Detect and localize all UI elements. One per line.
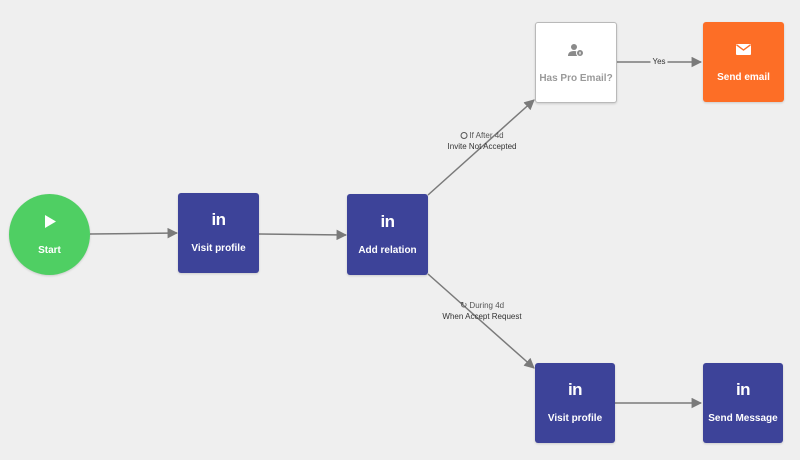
- visit-profile-2-node[interactable]: in Visit profile: [535, 363, 615, 443]
- send-message-node[interactable]: in Send Message: [703, 363, 783, 443]
- edge-label-yes: Yes: [650, 56, 668, 67]
- edge-label-accepted[interactable]: ↻During 4d When Accept Request: [442, 300, 521, 322]
- edges: [89, 56, 703, 409]
- edge-add-relation-to-visit-profile-2: [427, 273, 535, 369]
- play-icon: [44, 213, 56, 231]
- send-email-label: Send email: [717, 72, 770, 83]
- visit-profile-2-label: Visit profile: [547, 413, 603, 424]
- edge-condition: Invite Not Accepted: [447, 142, 517, 151]
- edge-start-to-visit-profile: [89, 227, 179, 239]
- send-email-node[interactable]: Send email: [703, 22, 784, 102]
- start-label: Start: [38, 244, 61, 256]
- refresh-icon: ↻: [459, 300, 468, 310]
- send-message-label: Send Message: [708, 413, 778, 424]
- edge-timing: During 4d: [469, 301, 505, 310]
- edge-visit-profile-to-add-relation: [258, 229, 348, 241]
- start-node[interactable]: Start: [9, 194, 90, 275]
- edge-condition: When Accept Request: [442, 312, 522, 321]
- edge-add-relation-to-has-pro-email: [427, 99, 535, 196]
- edge-timing: If After 4d: [469, 131, 504, 140]
- has-pro-email-label: Has Pro Email?: [539, 72, 613, 84]
- linkedin-icon: in: [380, 211, 395, 231]
- user-info-icon: [568, 41, 584, 59]
- add-relation-label: Add relation: [358, 244, 417, 256]
- visit-profile-node[interactable]: in Visit profile: [178, 193, 259, 273]
- edge-label-not-accepted[interactable]: If After 4d Invite Not Accepted: [448, 130, 517, 152]
- add-relation-node[interactable]: in Add relation: [347, 194, 428, 275]
- linkedin-icon: in: [735, 380, 751, 399]
- visit-profile-label: Visit profile: [191, 243, 246, 254]
- linkedin-icon: in: [211, 210, 226, 229]
- linkedin-icon: in: [567, 380, 583, 399]
- has-pro-email-node[interactable]: Has Pro Email?: [535, 22, 617, 103]
- envelope-icon: [736, 40, 751, 58]
- clock-icon: [460, 132, 468, 139]
